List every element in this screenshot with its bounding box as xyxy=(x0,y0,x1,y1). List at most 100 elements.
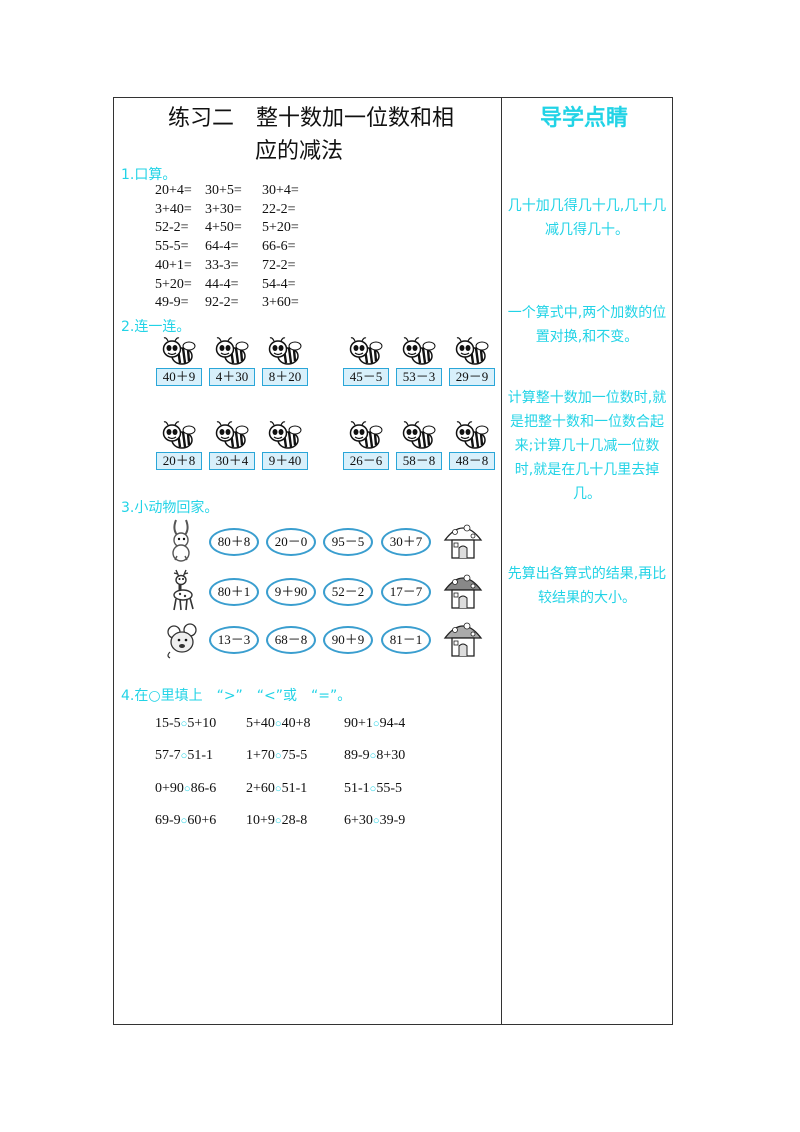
expression-card: 8＋20 xyxy=(262,368,308,386)
comparison-left: 51-1 xyxy=(344,780,370,796)
comparison-left: 2+60 xyxy=(246,780,275,796)
calc-item: 54-4= xyxy=(262,276,296,292)
tip-3: 计算整十数加一位数时,就是把整十数和一位数合起来;计算几十几减一位数时,就是在几… xyxy=(507,390,667,502)
expression-bubble: 13－3 xyxy=(209,626,259,654)
expression-bubble: 90＋9 xyxy=(323,626,373,654)
mushroom-house-icon xyxy=(442,518,484,562)
blank-circle[interactable]: ○ xyxy=(369,782,377,795)
page-title-line2: 应的减法 xyxy=(255,139,344,164)
comparison-item: 69-9○60+6 xyxy=(155,813,216,829)
calc-item: 55-5= xyxy=(155,239,189,255)
bee-card: 58－8 xyxy=(396,420,442,470)
comparison-right: 51-1 xyxy=(281,780,308,796)
calc-item: 30+5= xyxy=(205,183,242,198)
blank-circle[interactable]: ○ xyxy=(180,814,188,827)
tip-2: 一个算式中,两个加数的位置对换,和不变。 xyxy=(507,305,667,345)
comparison-right: 51-1 xyxy=(187,748,213,764)
blank-circle[interactable]: ○ xyxy=(183,782,191,795)
expression-bubble: 80＋8 xyxy=(209,528,259,556)
blank-circle[interactable]: ○ xyxy=(180,750,188,763)
expression-card: 45－5 xyxy=(343,368,389,386)
calc-item: 33-3= xyxy=(205,257,239,273)
blank-circle[interactable]: ○ xyxy=(180,718,188,730)
comparison-item: 15-5○5+10 xyxy=(155,716,216,732)
bee-icon xyxy=(402,420,436,450)
calc-item: 4+50= xyxy=(205,220,242,236)
comparison-item: 89-9○8+30 xyxy=(344,748,405,764)
expression-card: 20＋8 xyxy=(156,452,202,470)
blank-circle[interactable]: ○ xyxy=(274,718,282,730)
comparison-left: 6+30 xyxy=(344,812,373,828)
calc-item: 5+20= xyxy=(262,220,299,236)
comparison-item: 2+60○51-1 xyxy=(246,781,307,797)
bee-card: 53－3 xyxy=(396,336,442,386)
expression-card: 4＋30 xyxy=(209,368,255,386)
bee-icon xyxy=(455,420,489,450)
bee-card: 29－9 xyxy=(449,336,495,386)
calc-item: 52-2= xyxy=(155,220,189,236)
blank-circle[interactable]: ○ xyxy=(274,814,282,827)
expression-bubble: 17－7 xyxy=(381,578,431,606)
calc-item: 3+60= xyxy=(262,295,299,311)
tip-1: 几十加几得几十几,几十几减几得几十。 xyxy=(507,198,667,238)
calc-item: 3+30= xyxy=(205,201,242,217)
bee-card: 4＋30 xyxy=(209,336,255,386)
comparison-item: 0+90○86-6 xyxy=(155,781,216,797)
expression-card: 40＋9 xyxy=(156,368,202,386)
bee-icon xyxy=(215,420,249,450)
calc-item: 40+1= xyxy=(155,257,192,273)
expression-card: 9＋40 xyxy=(262,452,308,470)
calc-item: 30+4= xyxy=(262,183,299,198)
expression-bubble: 9＋90 xyxy=(266,578,316,606)
expression-card: 26－6 xyxy=(343,452,389,470)
calc-item: 64-4= xyxy=(205,239,239,255)
expression-bubble: 80＋1 xyxy=(209,578,259,606)
blank-circle[interactable]: ○ xyxy=(369,750,377,763)
mushroom-house-icon xyxy=(442,616,484,660)
comparison-right: 40+8 xyxy=(281,716,311,731)
blank-circle[interactable]: ○ xyxy=(372,814,380,827)
bee-icon xyxy=(162,420,196,450)
blank-circle[interactable]: ○ xyxy=(274,750,282,763)
bee-card: 8＋20 xyxy=(262,336,308,386)
bee-card: 20＋8 xyxy=(156,420,202,470)
calc-item: 3+40= xyxy=(155,201,192,217)
calc-item: 49-9= xyxy=(155,295,189,311)
expression-bubble: 52－2 xyxy=(323,578,373,606)
expression-card: 53－3 xyxy=(396,368,442,386)
comparison-right: 75-5 xyxy=(281,748,308,764)
comparison-left: 89-9 xyxy=(344,748,370,764)
comparison-right: 28-8 xyxy=(281,812,308,828)
deer-icon xyxy=(162,568,202,612)
bee-icon xyxy=(349,420,383,450)
bee-card: 30＋4 xyxy=(209,420,255,470)
mushroom-house-icon xyxy=(442,568,484,612)
comparison-right: 86-6 xyxy=(190,780,217,796)
section-2-heading: 2.连一连。 xyxy=(121,319,191,335)
bee-icon xyxy=(215,336,249,366)
expression-bubble: 20－0 xyxy=(266,528,316,556)
blank-circle[interactable]: ○ xyxy=(274,782,282,795)
bee-card: 45－5 xyxy=(343,336,389,386)
calc-item: 44-4= xyxy=(205,276,239,292)
blank-circle[interactable]: ○ xyxy=(372,718,380,730)
expression-card: 30＋4 xyxy=(209,452,255,470)
comparison-left: 5+40 xyxy=(246,716,275,731)
calc-item: 20+4= xyxy=(155,183,192,198)
calc-item: 92-2= xyxy=(205,295,239,311)
comparison-left: 90+1 xyxy=(344,716,373,731)
section-4-heading: 4.在○里填上 “>” “<”或 “=”。 xyxy=(121,688,352,704)
comparison-right: 60+6 xyxy=(187,812,217,828)
bee-icon xyxy=(162,336,196,366)
expression-bubble: 95－5 xyxy=(323,528,373,556)
side-title: 导学点睛 xyxy=(540,106,629,131)
comparison-right: 5+10 xyxy=(187,716,217,731)
expression-card: 58－8 xyxy=(396,452,442,470)
expression-bubble: 30＋7 xyxy=(381,528,431,556)
expression-card: 29－9 xyxy=(449,368,495,386)
column-divider xyxy=(501,97,502,1025)
tip-4: 先算出各算式的结果,再比较结果的大小。 xyxy=(507,566,667,606)
bee-card: 9＋40 xyxy=(262,420,308,470)
expression-bubble: 81－1 xyxy=(381,626,431,654)
calc-item: 22-2= xyxy=(262,201,296,217)
